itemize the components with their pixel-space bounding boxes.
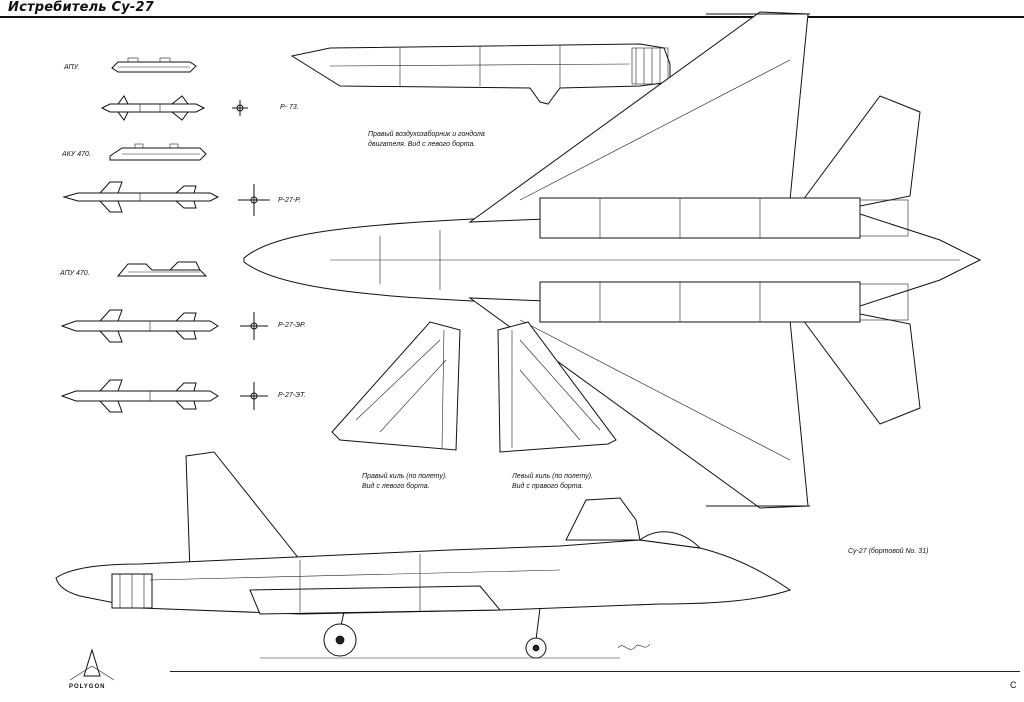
intake-nacelle-drawing bbox=[290, 43, 671, 105]
left-fin-note-line1: Левый киль (по полету). bbox=[512, 473, 593, 480]
polygon-logo bbox=[69, 648, 115, 681]
page-title: Истребитель Су-27 bbox=[8, 0, 154, 15]
side-view-caption: Су-27 (бортовой No. 31) bbox=[848, 548, 929, 555]
r27et-front-view bbox=[240, 382, 268, 410]
right-fin-note-line1: Правый киль (по полету). bbox=[362, 473, 448, 480]
intake-note: Правый воздухозаборник и гондола двигате… bbox=[368, 130, 485, 150]
left-fin-note: Левый киль (по полету). Вид с правого бо… bbox=[512, 472, 593, 492]
title-bar: Истребитель Су-27 bbox=[0, 0, 1024, 18]
r73-label: Р- 73. bbox=[280, 104, 299, 111]
right-fin-drawing bbox=[331, 321, 461, 451]
r27et-label: Р-27-ЭТ. bbox=[278, 392, 306, 399]
apu470-launcher-drawing bbox=[116, 261, 208, 277]
page-marker: C bbox=[1010, 680, 1017, 690]
r27r-front-view bbox=[238, 184, 270, 216]
planform-view-drawing bbox=[243, 11, 982, 509]
intake-note-line2: двигателя. Вид с левого борта. bbox=[368, 141, 476, 148]
intake-note-line1: Правый воздухозаборник и гондола bbox=[368, 131, 485, 138]
left-fin-note-line2: Вид с правого борта. bbox=[512, 483, 584, 490]
r73-front-view bbox=[232, 100, 248, 116]
apu-launcher-drawing bbox=[111, 57, 197, 73]
right-fin-note: Правый киль (по полету). Вид с левого бо… bbox=[362, 472, 447, 492]
polygon-logo-text: POLYGON bbox=[69, 684, 106, 690]
left-fin-drawing bbox=[497, 321, 617, 453]
right-fin-note-line2: Вид с левого борта. bbox=[362, 483, 430, 490]
r27er-missile-drawing bbox=[60, 309, 219, 343]
aku470-launcher-drawing bbox=[109, 143, 207, 161]
apu470-label: АПУ 470. bbox=[60, 270, 90, 277]
aku470-label: АКУ 470. bbox=[62, 151, 91, 158]
r27r-label: Р-27-Р. bbox=[278, 197, 301, 204]
r27et-missile-drawing bbox=[60, 379, 219, 413]
r27er-label: Р-27-ЭР. bbox=[278, 322, 306, 329]
r73-missile-drawing bbox=[100, 95, 206, 121]
signature-mark bbox=[617, 643, 651, 650]
r27r-missile-drawing bbox=[62, 181, 220, 213]
footer-rule bbox=[170, 671, 1020, 672]
apu-label: АПУ. bbox=[64, 64, 80, 71]
side-profile-drawing bbox=[55, 451, 792, 659]
r27er-front-view bbox=[240, 312, 268, 340]
